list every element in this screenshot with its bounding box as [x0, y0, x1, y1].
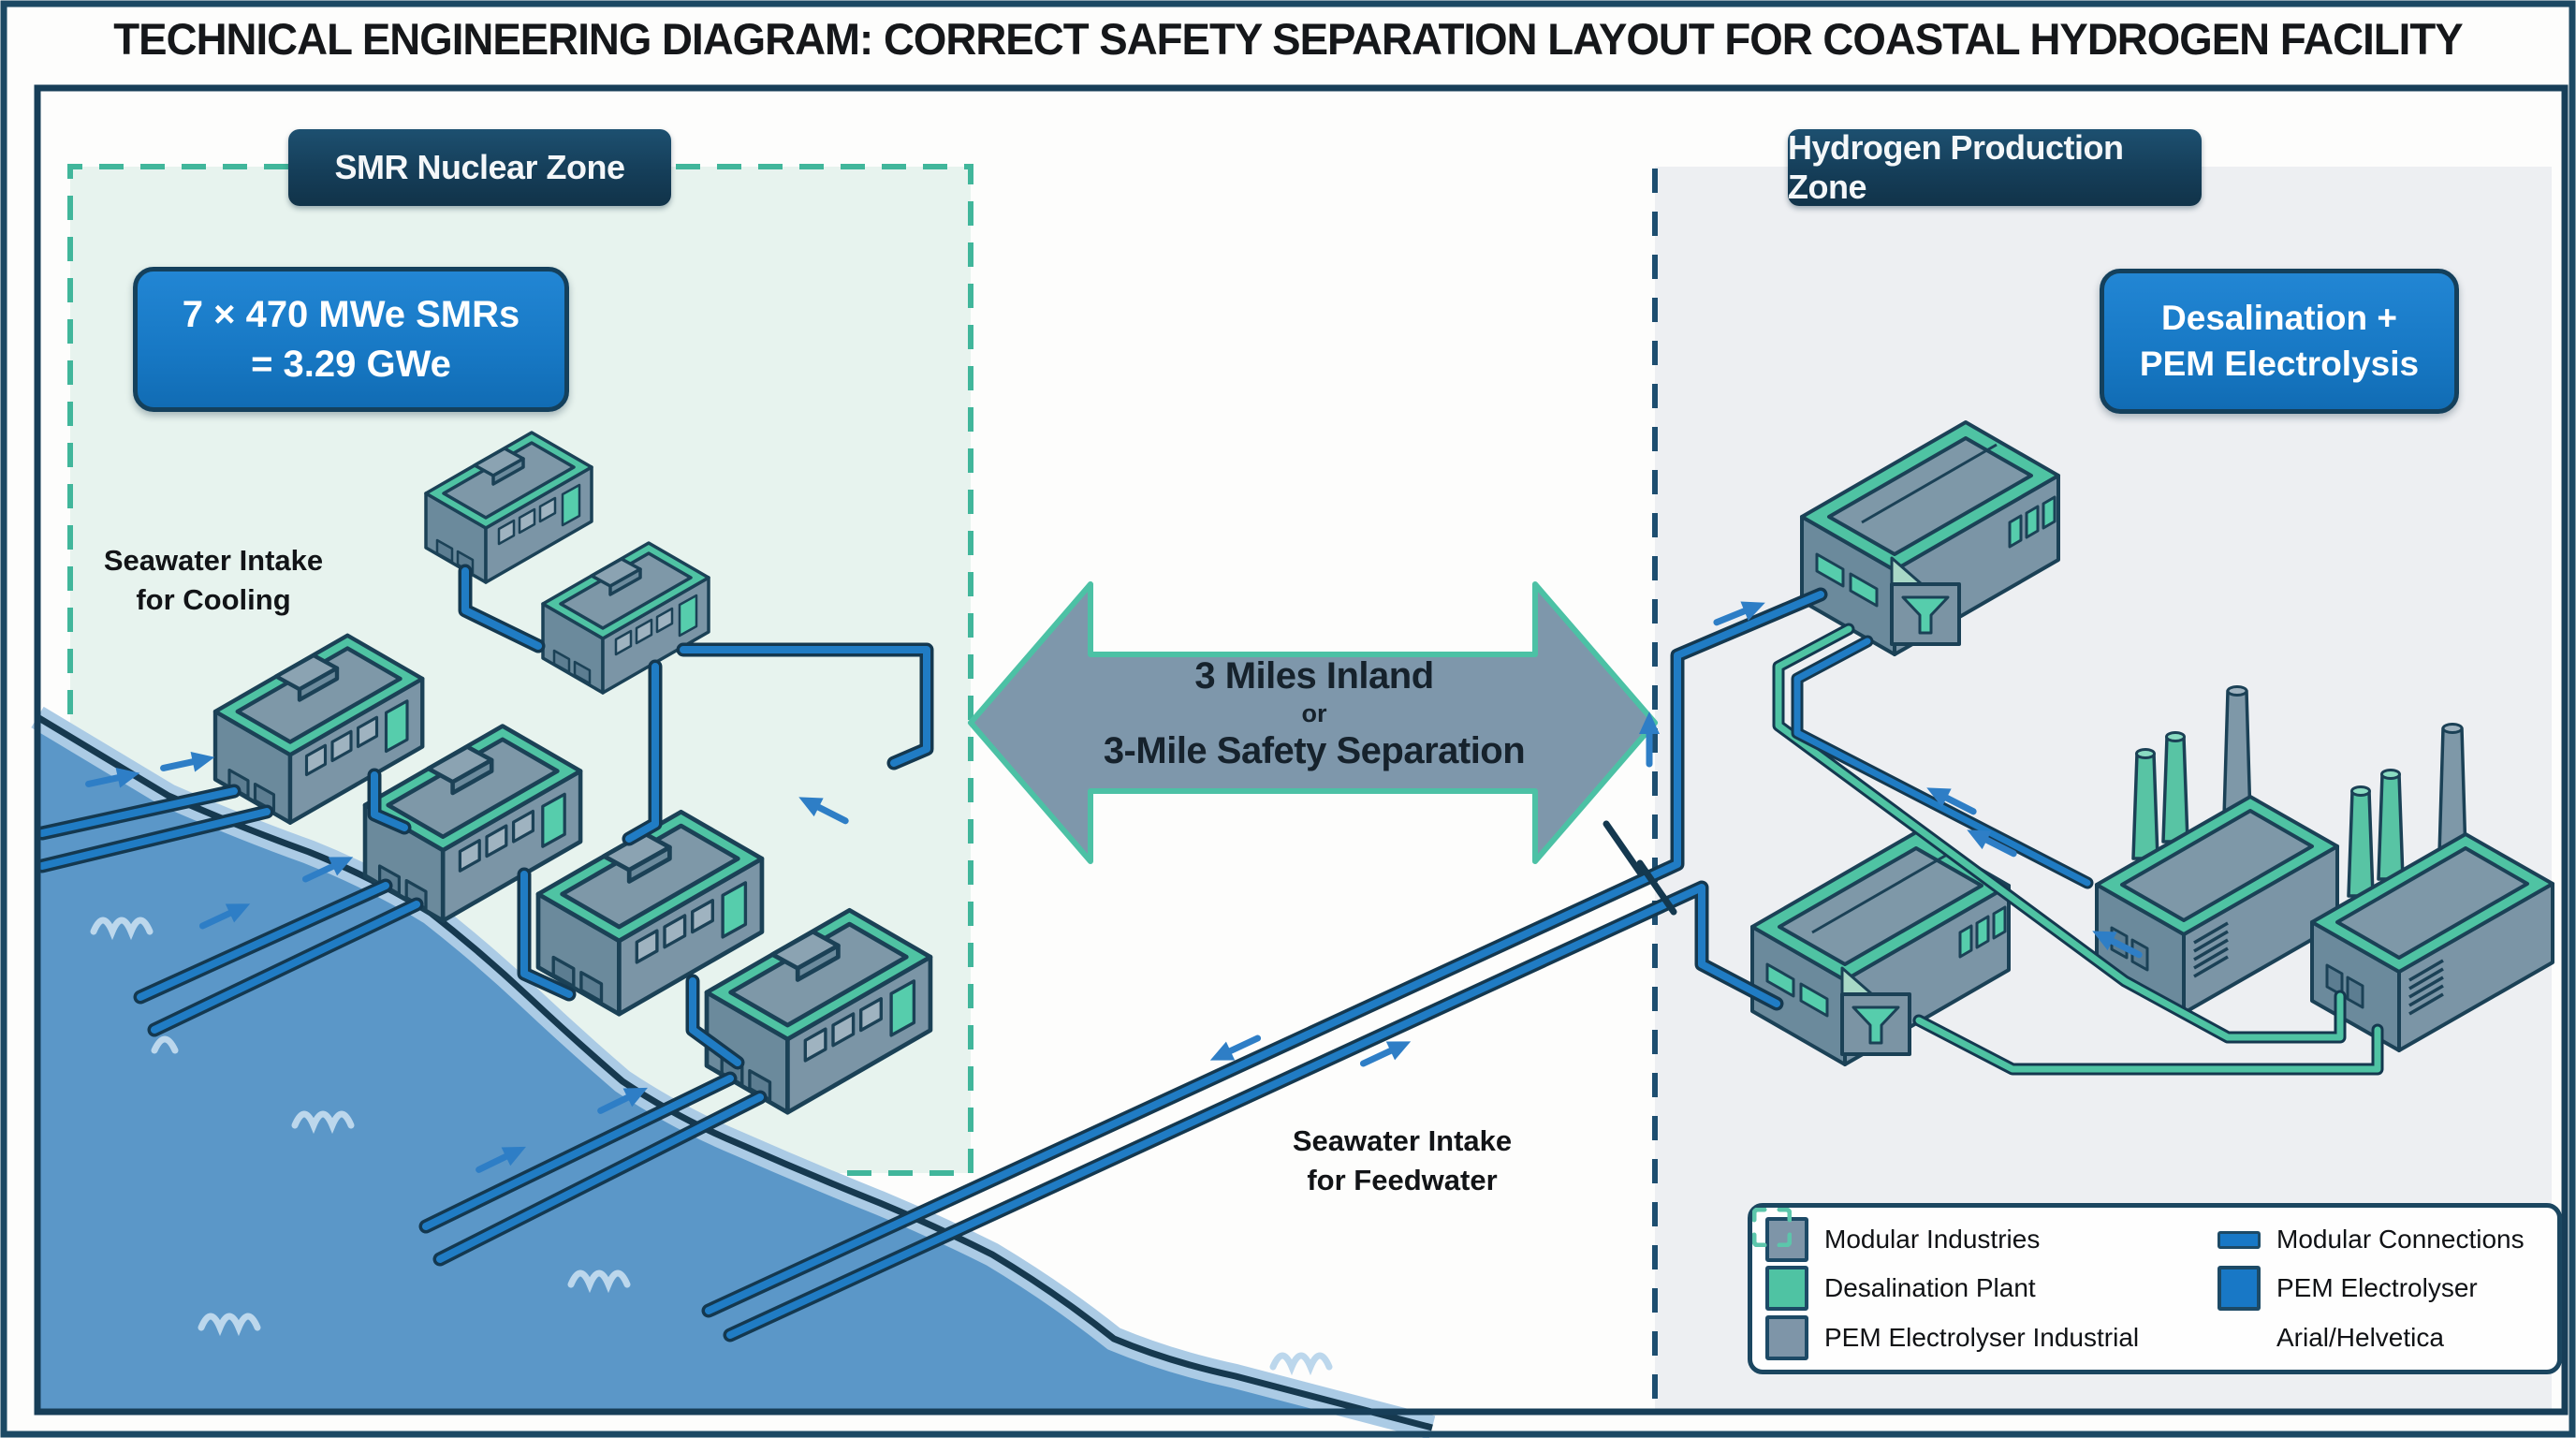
- hydrogen-process-line1: Desalination +: [2161, 298, 2397, 337]
- hydrogen-process-badge: Desalination + PEM Electrolysis: [2100, 269, 2459, 414]
- blue-square-swatch-icon: [2217, 1266, 2261, 1312]
- blue-bar-swatch-icon: [2217, 1219, 2261, 1260]
- content-frame-border: [34, 84, 2569, 1416]
- separation-distance-label: 3 Miles Inland or 3-Mile Safety Separati…: [1103, 655, 1526, 771]
- smr-zone-badge: SMR Nuclear Zone: [288, 129, 671, 206]
- smr-capacity-line2: = 3.29 GWe: [251, 343, 451, 385]
- smr-zone-badge-label: SMR Nuclear Zone: [334, 148, 625, 186]
- legend: Modular Industries Desalination Plant PE…: [1748, 1203, 2562, 1374]
- sea-water: [31, 706, 1436, 1438]
- dashed-frame-icon: [1752, 1208, 2261, 1358]
- page-title: TECHNICAL ENGINEERING DIAGRAM: CORRECT S…: [113, 14, 2463, 64]
- pipe-crossing-ticks: [1603, 820, 1677, 916]
- legend-item-modular-industries: Modular Industries: [1765, 1215, 2217, 1264]
- feedwater-intake-label: Seawater Intake for Feedwater: [1292, 1124, 1513, 1196]
- feedwater-and-process-pipes: [701, 587, 2384, 1343]
- gray-square-swatch-icon: [1765, 1314, 1808, 1360]
- separation-arrow-shape: [968, 581, 1658, 864]
- legend-item-pem-electrolyser: PEM Electrolyser: [2217, 1264, 2548, 1313]
- legend-label: Modular Industries: [1824, 1225, 2041, 1255]
- legend-label: Modular Connections: [2276, 1225, 2525, 1255]
- cooling-intake-pipes: [35, 564, 934, 1267]
- cooling-intake-label: Seawater Intake for Cooling: [103, 544, 324, 616]
- legend-label: PEM Electrolyser Industrial: [1824, 1322, 2140, 1352]
- hydrogen-zone-badge: Hydrogen Production Zone: [1788, 128, 2202, 206]
- legend-label: PEM Electrolyser: [2276, 1273, 2478, 1303]
- legend-item-pem-electrolyser-industrial: PEM Electrolyser Industrial: [1765, 1313, 2217, 1362]
- legend-item-arial-helvetica: Arial/Helvetica: [1752, 1208, 2548, 1362]
- legend-item-desalination-plant: Desalination Plant: [1765, 1264, 2217, 1313]
- gray-square-swatch-icon: [1765, 1217, 1808, 1263]
- teal-square-swatch-icon: [1765, 1266, 1808, 1312]
- hydrogen-zone-badge-label: Hydrogen Production Zone: [1788, 128, 2124, 206]
- smr-capacity-line1: 7 × 470 MWe SMRs: [182, 293, 520, 335]
- legend-item-modular-connections: Modular Connections: [2217, 1215, 2548, 1264]
- legend-label: Arial/Helvetica: [2276, 1322, 2444, 1352]
- hydrogen-process-line2: PEM Electrolysis: [2139, 344, 2420, 383]
- smr-capacity-badge: 7 × 470 MWe SMRs = 3.29 GWe: [133, 267, 569, 412]
- legend-label: Desalination Plant: [1824, 1273, 2036, 1303]
- smr-zone-dashed-border: [67, 164, 973, 1176]
